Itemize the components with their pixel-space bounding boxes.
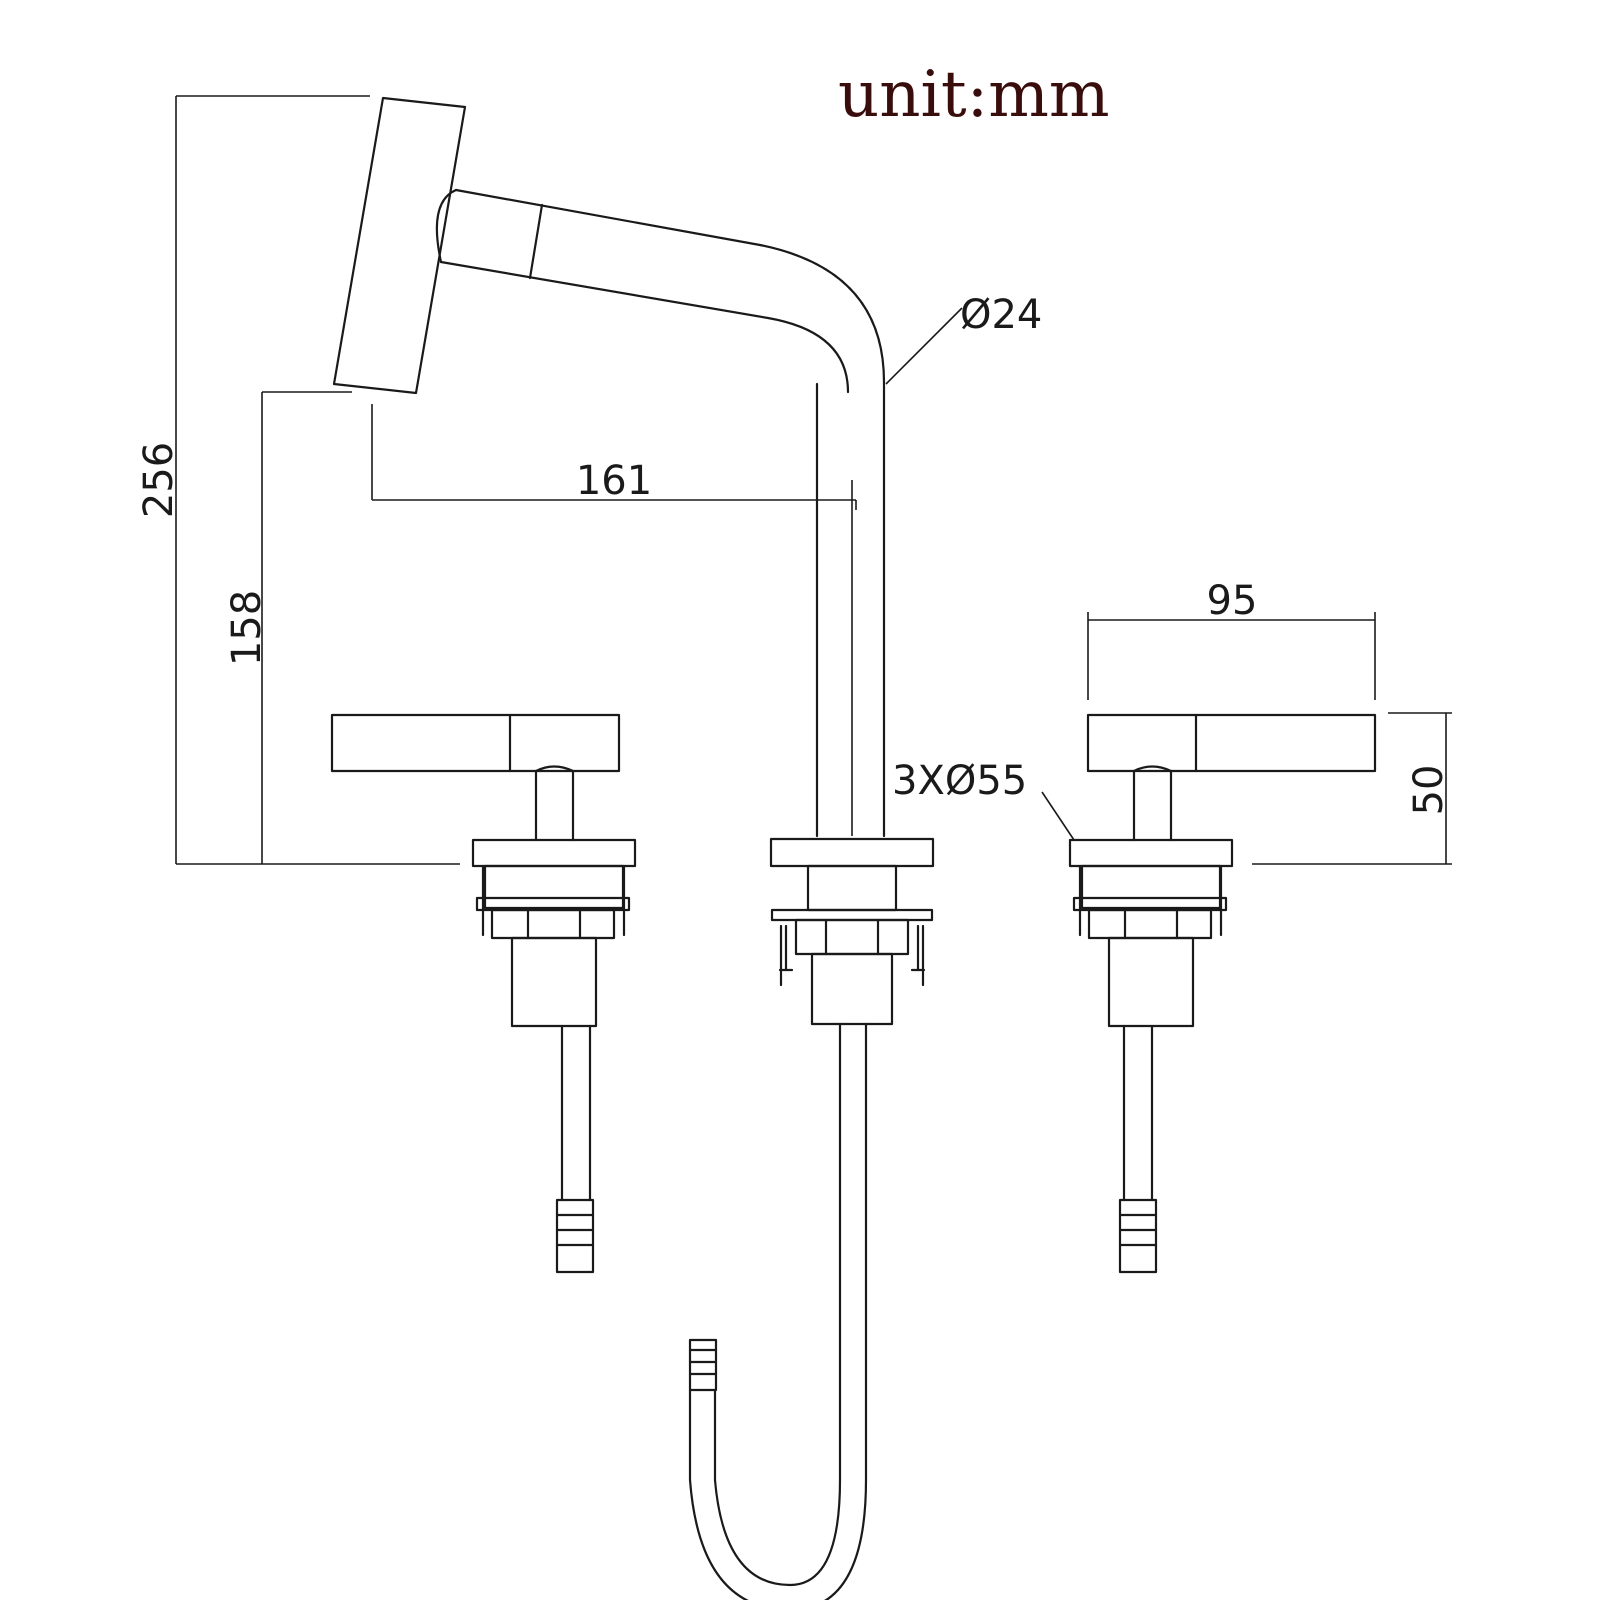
spout-base [769, 837, 935, 1026]
right-hose-fitting [1118, 1198, 1158, 1274]
dim-handle-height-label: 50 [1406, 765, 1452, 816]
spout-nut [794, 918, 910, 956]
dim-spout-diameter-label: Ø24 [960, 292, 1042, 338]
dim-spout-height: 158 [224, 391, 352, 864]
spout-arm-upper [454, 188, 886, 384]
spout-joint [528, 203, 544, 280]
dim-base-diameter: 3XØ55 [892, 758, 1075, 841]
dim-spout-reach: 161 [371, 404, 857, 510]
spout-hose-fitting [688, 1338, 718, 1392]
right-handle-valve [1068, 713, 1377, 1274]
dim-spout-reach-label: 161 [576, 458, 652, 504]
dim-spout-diameter: Ø24 [885, 292, 1042, 385]
dim-total-height: 256 [136, 95, 460, 865]
spout-shank [810, 952, 894, 1026]
left-handle-valve [330, 713, 637, 1274]
dim-spout-height-label: 158 [224, 590, 270, 666]
spout-head [332, 96, 467, 395]
dim-base-diameter-label: 3XØ55 [892, 758, 1027, 804]
spout [332, 96, 886, 838]
unit-label: unit:mm [838, 58, 1110, 132]
spout-hose [688, 1022, 868, 1600]
spout-arm-lower [439, 260, 850, 394]
right-flange [1068, 838, 1234, 868]
dim-handle-height: 50 [1252, 712, 1452, 865]
left-shank [510, 936, 598, 1028]
dim-handle-length: 95 [1087, 578, 1376, 700]
spout-washer [770, 908, 934, 922]
dim-total-height-label: 256 [136, 442, 182, 518]
left-lever [330, 713, 621, 773]
left-hose-fitting [555, 1198, 595, 1274]
right-lever [1086, 713, 1377, 773]
spout-arm-end [435, 188, 458, 264]
left-flange [471, 838, 637, 868]
right-shank [1107, 936, 1195, 1028]
spout-neck [806, 864, 898, 912]
spout-flange [769, 837, 935, 868]
dim-handle-length-label: 95 [1207, 578, 1258, 624]
